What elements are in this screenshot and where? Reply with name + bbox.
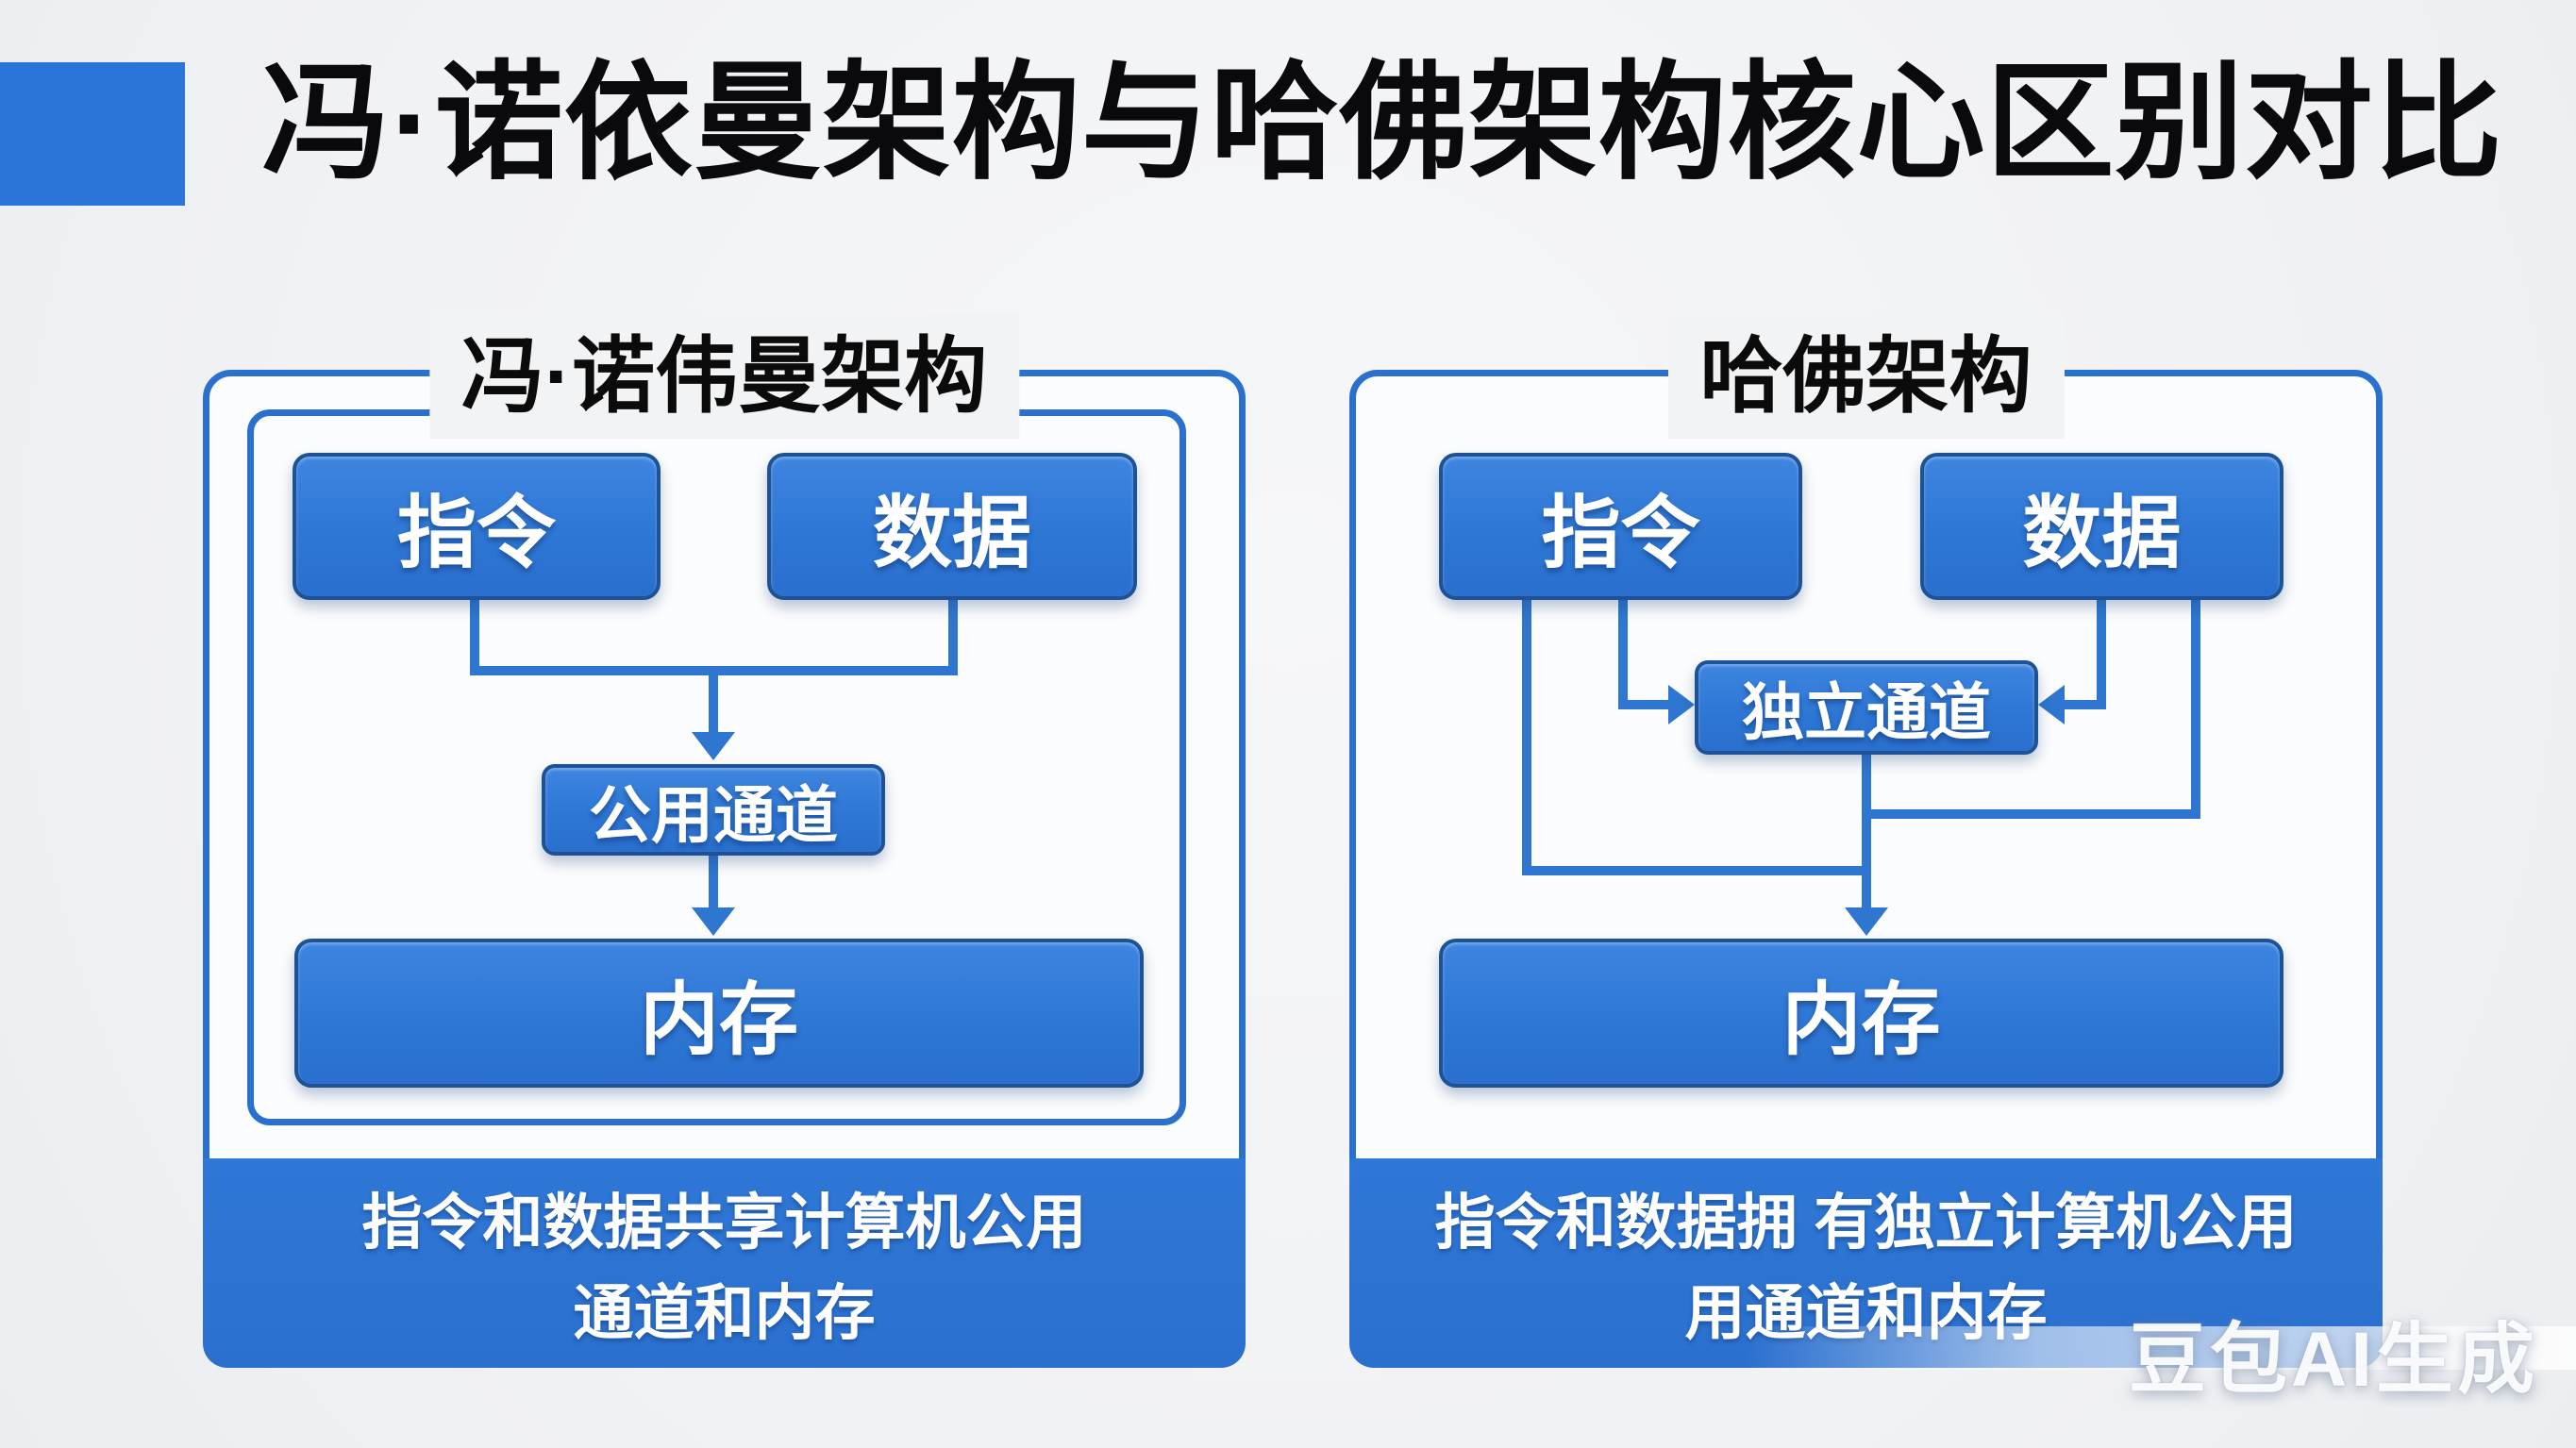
connector-instruction-down-left xyxy=(470,600,479,675)
von-neumann-panel: 冯·诺伟曼架构 指令 数据 公用通道 内存 指令和数据共享计算机公用 通道和内存 xyxy=(203,314,1246,1368)
harvard-panel-label: 哈佛架构 xyxy=(1667,314,2065,439)
connector-instruction-outer-across xyxy=(1522,866,1871,875)
von-neumann-caption-line1: 指令和数据共享计算机公用 xyxy=(361,1189,1087,1257)
connector-data-inner-down xyxy=(2097,600,2106,709)
arrowhead-into-memory-left xyxy=(692,907,735,936)
connector-data-down-left xyxy=(948,600,958,675)
connector-channel-to-memory-right xyxy=(1862,755,1871,907)
data-node-right: 数据 xyxy=(1920,453,2283,600)
harvard-caption-line1: 指令和数据拥 有独立计算机公用 xyxy=(1434,1189,2298,1257)
connector-data-outer-down xyxy=(2191,600,2200,819)
instruction-node-left: 指令 xyxy=(293,453,661,600)
connector-data-inner-across xyxy=(2054,700,2106,709)
connector-data-outer-across xyxy=(1866,809,2200,819)
memory-node-right: 内存 xyxy=(1439,939,2283,1088)
data-node-left: 数据 xyxy=(767,453,1137,600)
von-neumann-panel-label: 冯·诺伟曼架构 xyxy=(428,314,1020,439)
independent-channel-node: 独立通道 xyxy=(1695,660,2038,755)
arrowhead-into-channel-right-side xyxy=(2038,685,2065,724)
arrowhead-into-channel-left-side xyxy=(1668,685,1695,724)
page-title: 冯·诺依曼架构与哈佛架构核心区别对比 xyxy=(261,51,2503,194)
arrowhead-into-memory-right xyxy=(1845,907,1888,936)
memory-node-left: 内存 xyxy=(294,939,1144,1088)
title-accent-bar xyxy=(0,62,185,206)
shared-channel-node: 公用通道 xyxy=(542,764,885,856)
connector-channel-to-memory-left xyxy=(709,856,718,907)
connector-instruction-inner-down xyxy=(1618,600,1628,709)
harvard-panel: 哈佛架构 指令 数据 独立通道 内存 指令和数据拥 有独立计算机公用 用通道和内… xyxy=(1349,314,2383,1368)
von-neumann-caption-line2: 通道和内存 xyxy=(573,1279,876,1347)
watermark-band xyxy=(1746,1326,2576,1370)
von-neumann-caption: 指令和数据共享计算机公用 通道和内存 xyxy=(203,1158,1246,1368)
instruction-node-right: 指令 xyxy=(1439,453,1802,600)
connector-instruction-inner-across xyxy=(1618,700,1670,709)
connector-instruction-outer-down xyxy=(1522,600,1531,875)
ai-watermark: 豆包AI生成 xyxy=(2128,1317,2538,1403)
connector-to-shared-channel xyxy=(709,666,718,732)
arrowhead-into-shared-channel xyxy=(692,732,735,760)
